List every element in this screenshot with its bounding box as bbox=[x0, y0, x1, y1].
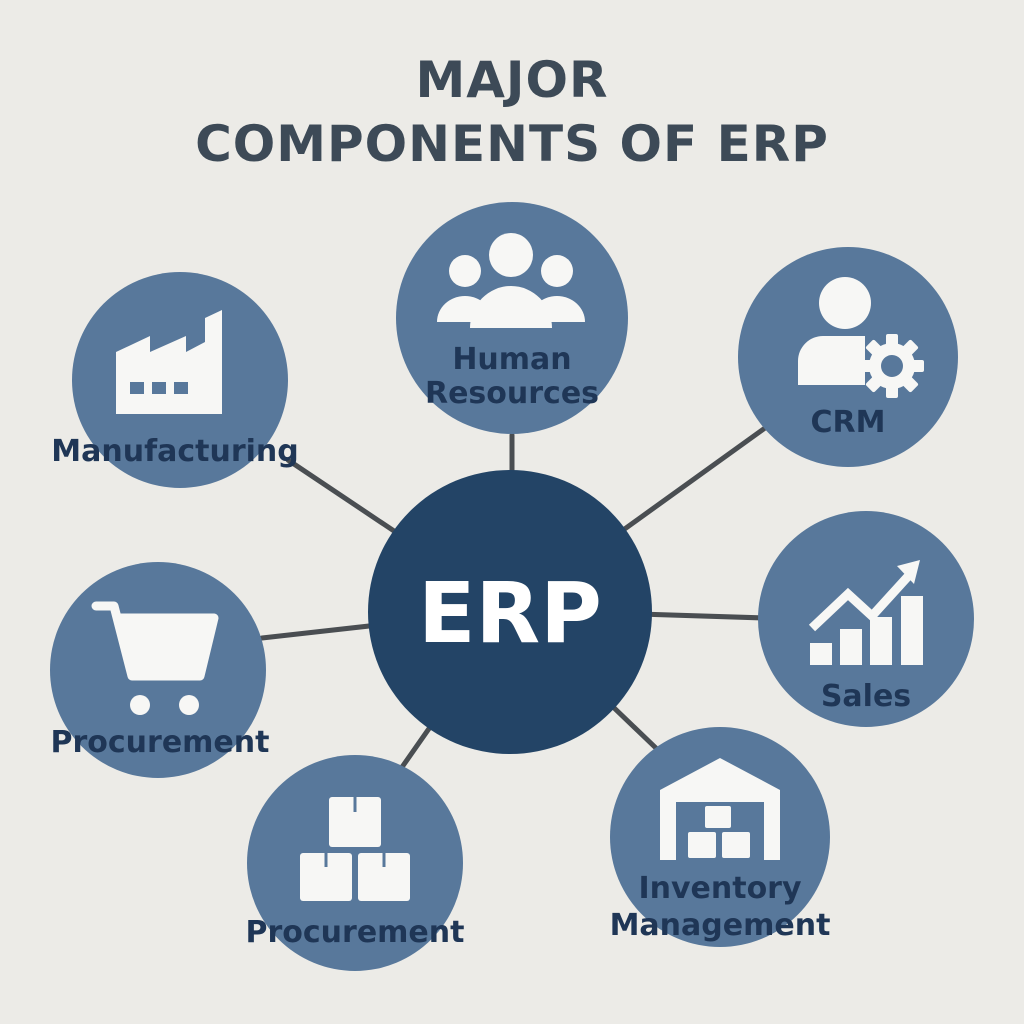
boxes-icon bbox=[300, 797, 410, 901]
node-label-line: Human bbox=[452, 342, 571, 377]
node-label-line: Inventory bbox=[638, 871, 802, 906]
people-icon bbox=[437, 233, 585, 328]
node-sales: Sales bbox=[758, 511, 974, 727]
cart-icon bbox=[91, 601, 219, 715]
node-procurement-cart: Procurement bbox=[50, 562, 269, 778]
title-line-1: MAJOR bbox=[415, 51, 609, 109]
page-title: MAJOR COMPONENTS OF ERP bbox=[0, 48, 1024, 176]
node-label-line: Manufacturing bbox=[51, 434, 299, 469]
center-label: ERP bbox=[418, 564, 602, 662]
node-circle bbox=[610, 727, 830, 947]
center-circle bbox=[368, 470, 652, 754]
node-label-line: Management bbox=[610, 908, 831, 943]
node-label-line: Procurement bbox=[246, 915, 465, 950]
node-label-line: CRM bbox=[811, 405, 886, 440]
node-label-line: Resources bbox=[425, 376, 599, 411]
title-line-2: COMPONENTS OF ERP bbox=[195, 115, 829, 173]
factory-icon bbox=[116, 310, 222, 414]
user-gear-icon bbox=[798, 277, 924, 398]
chart-up-icon bbox=[808, 560, 923, 665]
center-node: ERP bbox=[368, 470, 652, 754]
node-human-resources: Human Resources bbox=[396, 202, 628, 434]
node-circle bbox=[758, 511, 974, 727]
node-circle bbox=[247, 755, 463, 971]
node-inventory-management: Inventory Management bbox=[610, 727, 831, 947]
warehouse-icon bbox=[660, 758, 780, 860]
node-crm: CRM bbox=[738, 247, 958, 467]
node-procurement-boxes: Procurement bbox=[246, 755, 465, 971]
node-manufacturing: Manufacturing bbox=[51, 272, 299, 488]
node-label-line: Sales bbox=[821, 679, 911, 714]
node-label-line: Procurement bbox=[51, 725, 270, 760]
